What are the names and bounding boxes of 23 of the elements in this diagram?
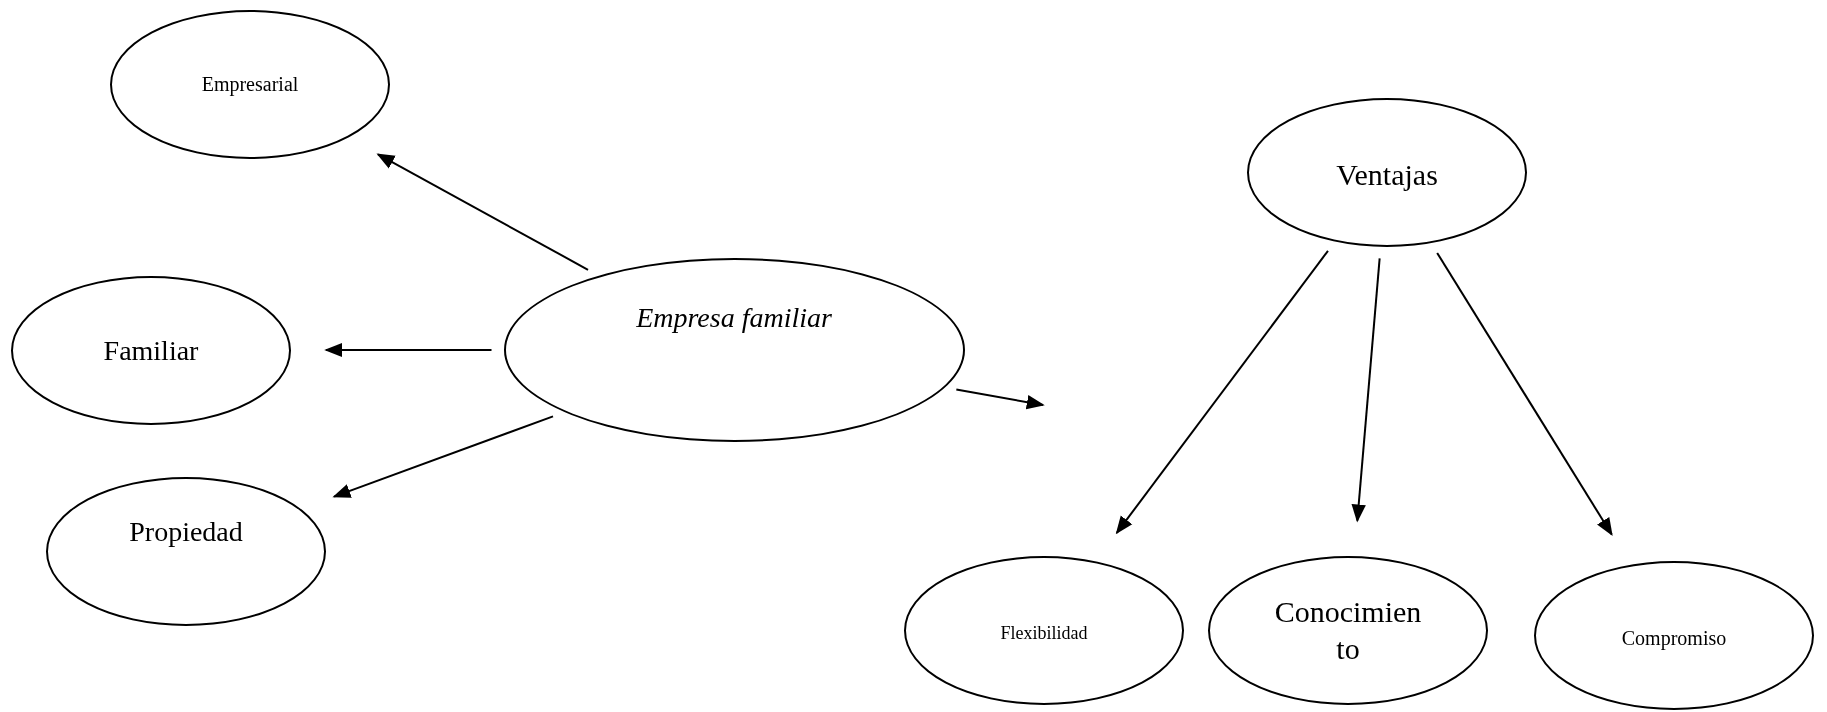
ellipse-node <box>110 9 390 159</box>
node-label: Empresa familiar <box>636 300 832 335</box>
node-label: Empresarial <box>201 71 299 97</box>
ellipse-node <box>11 275 291 425</box>
arrow <box>1115 249 1329 535</box>
arrow <box>376 153 590 271</box>
arrow <box>332 415 554 498</box>
node-label: Conocimien to <box>1273 593 1423 667</box>
ellipse-node <box>1247 97 1527 247</box>
ellipse-node <box>1534 560 1814 710</box>
ellipse-node <box>46 476 326 626</box>
ellipse-node <box>1208 555 1488 705</box>
node-label: Compromiso <box>1621 625 1727 651</box>
arrow <box>1351 257 1381 523</box>
node-label: Flexibilidad <box>1000 621 1088 645</box>
arrow <box>324 342 493 358</box>
ellipse-node <box>503 258 965 442</box>
arrow <box>955 388 1045 410</box>
node-label: Propiedad <box>129 514 243 549</box>
ellipse-node <box>904 555 1184 705</box>
arrow <box>1436 251 1613 537</box>
node-label: Ventajas <box>1336 157 1438 194</box>
node-label: Familiar <box>103 333 199 368</box>
